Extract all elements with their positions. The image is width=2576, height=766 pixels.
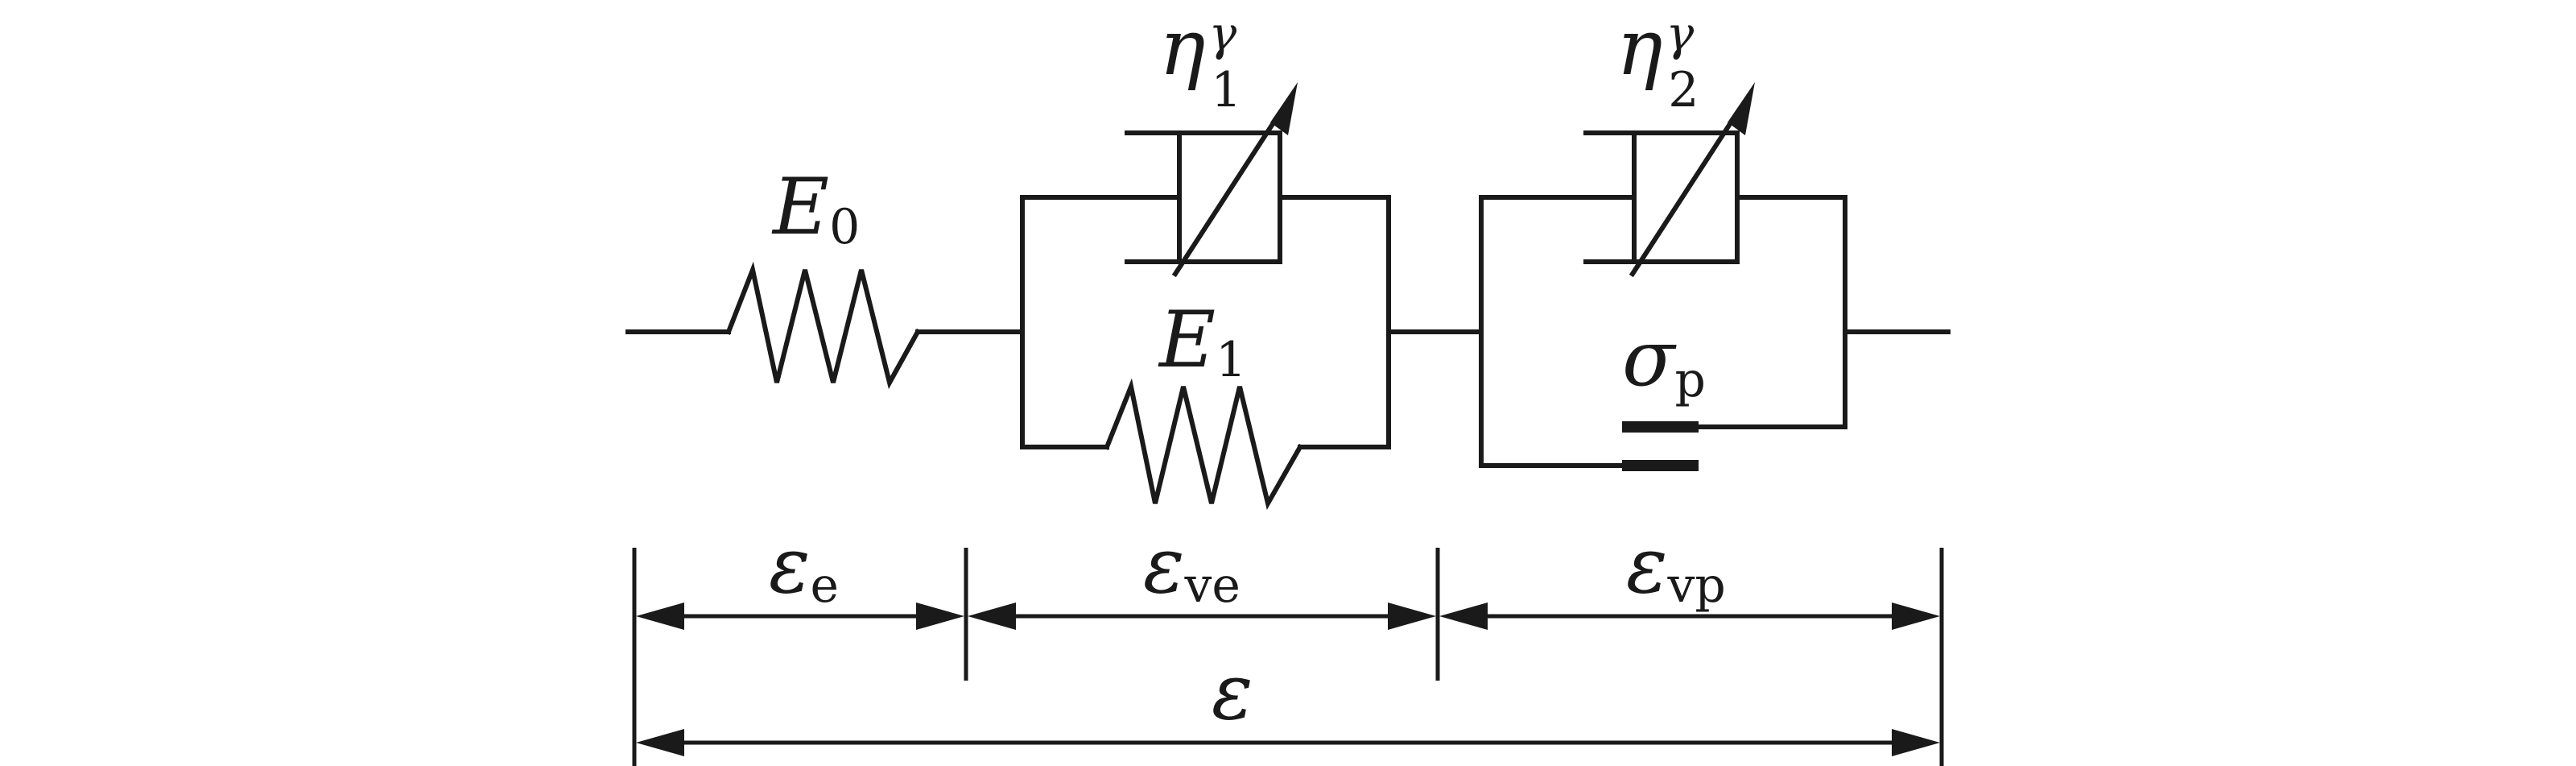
label-sigma-p: σp [1622,313,1706,408]
dashpot-eta1-variable-arrow [1171,109,1284,278]
label-e1: E1 [1158,295,1246,388]
spring-e1 [1104,378,1304,511]
label-e0: E0 [771,162,860,255]
label-strain-viscoelastic: εve [1143,520,1241,614]
kelvin-frame-right [1278,195,1391,449]
dimension-strain-viscoplastic [1439,602,1940,630]
dashpot-eta1 [1125,82,1298,278]
strain-dimensions: εe εve εvp ε [632,520,1944,766]
label-strain-elastic: εe [769,520,839,614]
dashpot-eta1-arrowhead [1270,82,1298,135]
label-strain-viscoplastic: εvp [1626,520,1726,614]
spring-e0 [725,261,922,390]
dimension-strain-elastic [636,602,964,630]
vp-frame-left [1479,195,1637,468]
dimension-strain-total [636,729,1940,756]
dimension-strain-viscoelastic [968,602,1436,630]
kelvin-frame-left [1020,195,1182,449]
vp-frame-right [1696,195,1847,429]
dashpot-eta2 [1583,82,1755,278]
dashpot-eta2-variable-arrow [1629,109,1741,278]
label-strain-total: ε [1212,647,1253,737]
spring-e0-element: E0 [625,162,1025,390]
dashpot-eta2-arrowhead [1728,82,1755,135]
